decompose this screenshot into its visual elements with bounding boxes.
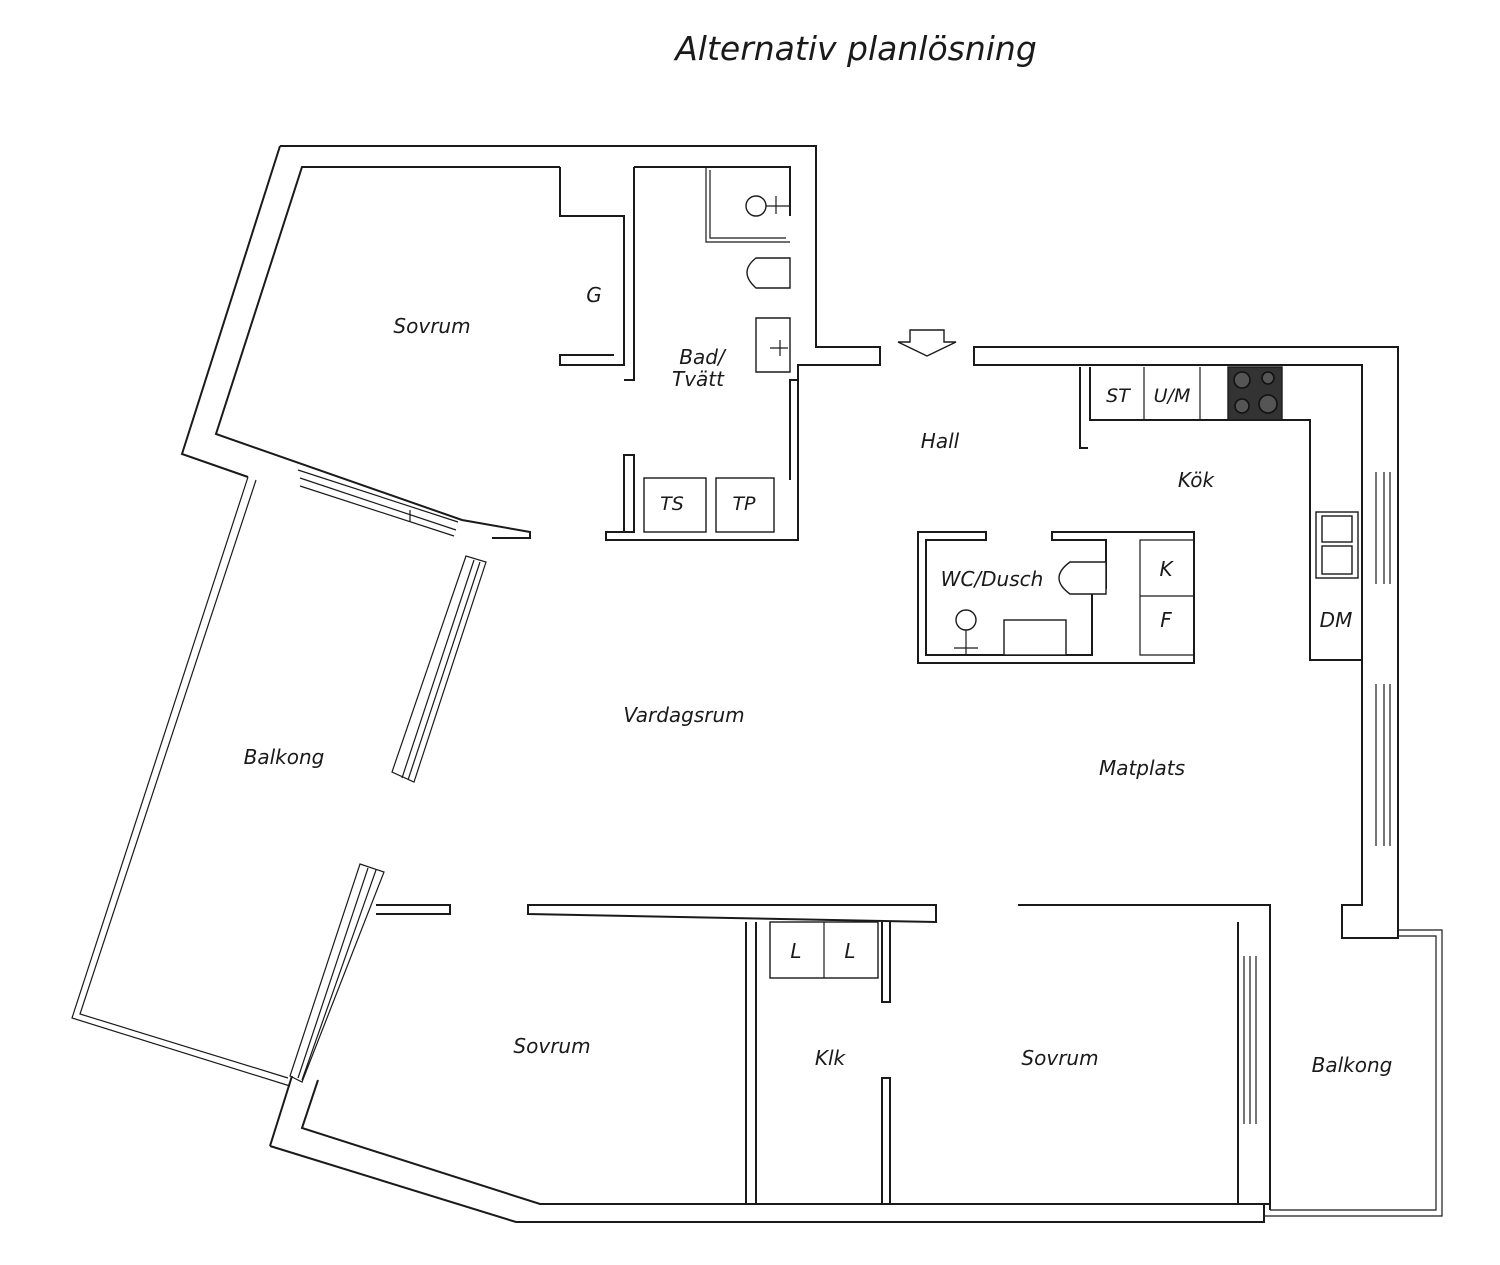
wall-bath-right bbox=[634, 166, 798, 480]
windows bbox=[289, 469, 1391, 1124]
wc-toilet-icon bbox=[1058, 561, 1107, 595]
wall-top-left-outer bbox=[180, 145, 281, 478]
stove-ring-icon bbox=[1233, 371, 1251, 389]
window-right-matplats bbox=[1375, 684, 1391, 846]
wc-shower-icon bbox=[955, 609, 977, 631]
interior-walls bbox=[559, 166, 1270, 1205]
stove-ring-icon bbox=[1234, 398, 1250, 414]
wall-sovrum-right-right bbox=[1237, 922, 1270, 1205]
wall-klk-right bbox=[881, 922, 891, 1205]
toilet-icon bbox=[746, 257, 791, 289]
label-tp: TP bbox=[732, 493, 756, 515]
label-matplats: Matplats bbox=[1099, 756, 1185, 780]
label-ts: TS bbox=[660, 493, 684, 515]
stove-ring-icon bbox=[1261, 371, 1275, 385]
shower-icon bbox=[705, 167, 790, 243]
wall-sovrum-left-right bbox=[745, 922, 757, 1205]
label-l2: L bbox=[844, 939, 855, 963]
kf-box bbox=[1139, 539, 1195, 656]
wall-bottom-left-corner bbox=[269, 1075, 293, 1147]
washbasin-icon bbox=[755, 317, 791, 373]
sink-bowl-icon bbox=[1321, 545, 1353, 575]
plan-title: Alternativ planlösning bbox=[673, 29, 1037, 68]
label-kok: Kök bbox=[1178, 468, 1216, 492]
washbasin-tap-icon bbox=[770, 340, 788, 356]
entrance-arrow-icon bbox=[897, 329, 957, 357]
label-balkong-left: Balkong bbox=[244, 745, 325, 769]
kitchen-stub bbox=[1079, 367, 1088, 449]
wc-washbasin-icon bbox=[1003, 619, 1067, 656]
label-l1: L bbox=[790, 939, 801, 963]
balcony-left-outline bbox=[71, 476, 291, 1087]
window-left-low bbox=[289, 863, 385, 1083]
ts-box bbox=[643, 477, 707, 533]
shower-head-icon bbox=[745, 195, 767, 217]
label-k: K bbox=[1159, 557, 1174, 581]
label-sovrum-bottom-right: Sovrum bbox=[1021, 1046, 1098, 1070]
shower-valve-icon bbox=[766, 196, 790, 214]
window-right-kitchen bbox=[1375, 472, 1391, 584]
label-closet-g: G bbox=[586, 283, 602, 307]
wc-shower-valve-icon bbox=[954, 630, 978, 655]
label-hall: Hall bbox=[921, 429, 960, 453]
wall-top-right bbox=[973, 346, 1399, 939]
fixtures bbox=[643, 167, 1359, 979]
label-bad: Bad/ bbox=[679, 345, 727, 369]
outer-walls bbox=[180, 145, 1399, 1223]
stove-ring-icon bbox=[1258, 394, 1278, 414]
label-balkong-right: Balkong bbox=[1312, 1053, 1393, 1077]
label-dm: DM bbox=[1320, 608, 1353, 632]
sink-bowl-icon bbox=[1321, 515, 1353, 543]
label-sovrum-bottom-left: Sovrum bbox=[513, 1034, 590, 1058]
st-um-boxes bbox=[1143, 367, 1201, 420]
wall-interior-south bbox=[376, 904, 937, 924]
label-sovrum-top: Sovrum bbox=[393, 314, 470, 338]
label-tvatt: Tvätt bbox=[672, 367, 725, 391]
label-wc-dusch: WC/Dusch bbox=[941, 567, 1044, 591]
label-klk: Klk bbox=[815, 1046, 847, 1070]
balcony-right-outline bbox=[1264, 929, 1443, 1217]
window-left-tall bbox=[391, 555, 487, 783]
label-f: F bbox=[1160, 608, 1172, 632]
wall-closet-stub bbox=[623, 454, 635, 533]
kitchen-counter bbox=[1089, 367, 1362, 661]
room-labels: Sovrum G Bad/ Tvätt TS TP Hall ST U/M Kö… bbox=[244, 283, 1393, 1077]
wall-bedroom-bath bbox=[559, 167, 635, 381]
tp-box bbox=[715, 477, 775, 533]
window-right-bedroom bbox=[1243, 956, 1257, 1124]
wall-top-left-block bbox=[214, 145, 881, 541]
wall-bottom bbox=[269, 1079, 1265, 1223]
balconies bbox=[71, 476, 1443, 1217]
label-st: ST bbox=[1106, 385, 1131, 407]
label-um: U/M bbox=[1154, 385, 1191, 407]
window-top-left bbox=[297, 469, 459, 537]
label-vardagsrum: Vardagsrum bbox=[623, 703, 744, 727]
wall-bottom-right bbox=[1018, 904, 1271, 1210]
